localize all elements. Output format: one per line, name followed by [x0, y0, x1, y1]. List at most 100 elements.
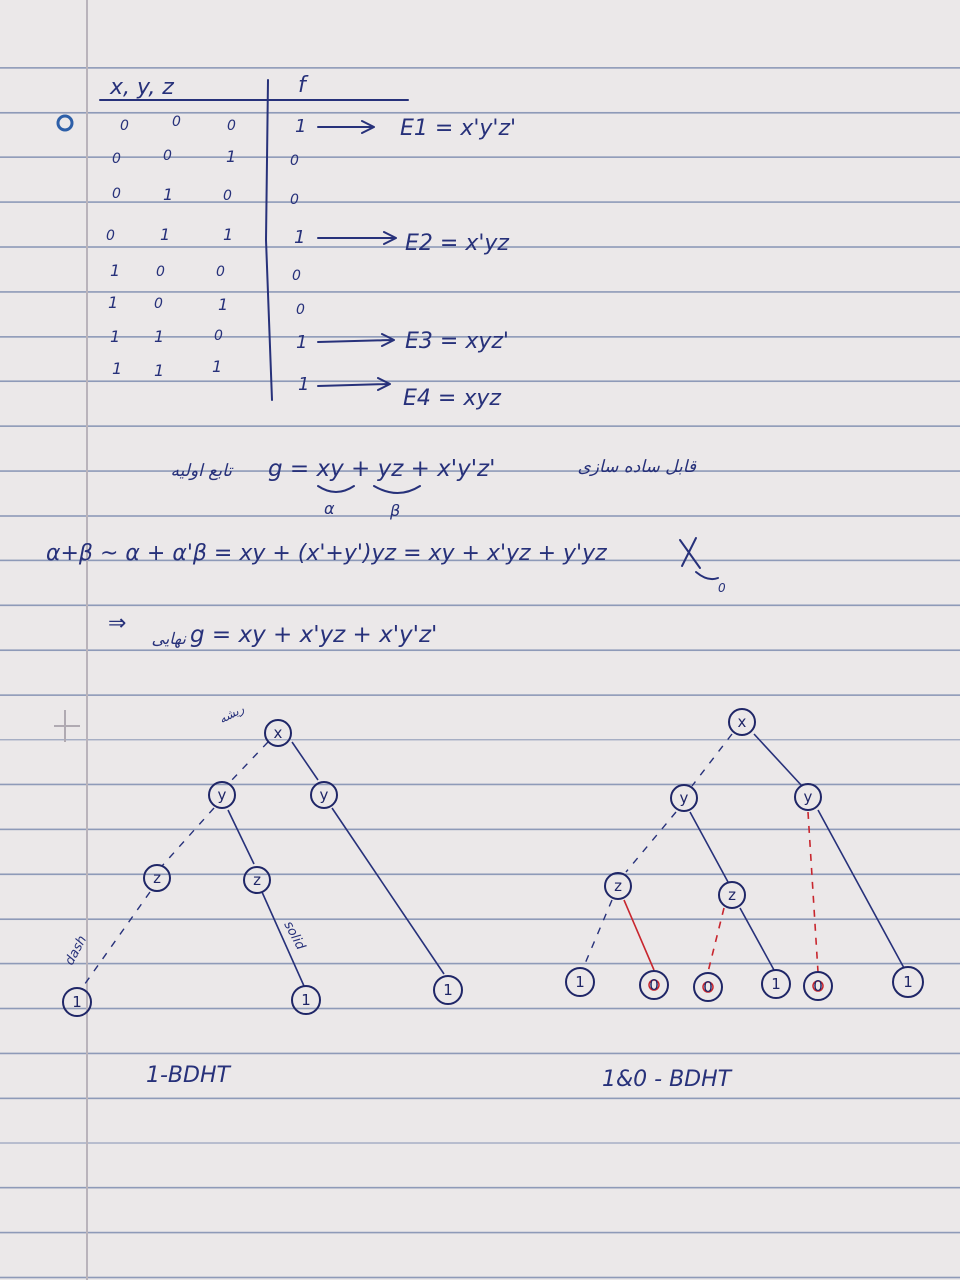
edge-solid [291, 741, 319, 781]
cell-x: 1 [112, 359, 122, 378]
node-label: 1 [771, 975, 781, 993]
implies-arrow: ⇒ [108, 611, 126, 636]
cell-y: 0 [156, 264, 165, 280]
margin-ring-mark [56, 114, 74, 132]
node-label: 1 [301, 991, 311, 1009]
cell-x: 0 [120, 118, 129, 134]
leaf-node-red [639, 970, 669, 1000]
cell-x: 1 [108, 293, 118, 312]
cell-x: 0 [112, 151, 121, 167]
cell-f: 1 [294, 227, 305, 248]
leaf-node [761, 969, 791, 999]
node-label: 1 [72, 993, 82, 1011]
label-final: نهایی [152, 629, 187, 648]
node-label-red: 0 [813, 977, 823, 995]
absorption-identity: α+β ~ α + α'β = xy + (x'+y')yz = xy + x'… [46, 541, 607, 566]
node-label: x [738, 713, 747, 731]
zero-glyph-red [702, 981, 714, 993]
cell-f: 0 [292, 268, 301, 284]
alpha-label: α [324, 499, 335, 518]
minterm-e4: E4 = xyz [403, 386, 501, 411]
node-label: z [253, 871, 261, 889]
zero-glyph-red [648, 979, 660, 991]
tree-1-bdht: x y y z z 1 1 1 ریشه dash solid 1-BDHT [62, 702, 463, 1088]
minterm-e1: E1 = x'y'z' [400, 116, 516, 141]
node-label: y [320, 786, 329, 804]
table-header-output: f [298, 73, 309, 98]
edge-dash [625, 811, 677, 873]
cell-x: 0 [106, 228, 115, 244]
final-expression: g = xy + x'yz + x'y'z' [190, 622, 437, 648]
truth-table: x, y, z f 0 0 0 1 E1 = x'y'z' 0 0 1 0 0 … [99, 73, 516, 411]
node-label-red: 0 [703, 978, 713, 996]
cell-x: 1 [110, 261, 120, 280]
node-y [794, 783, 822, 811]
edge-dash-red [807, 811, 819, 973]
cell-z: 0 [223, 188, 232, 204]
leaf-node [565, 967, 595, 997]
arrow-icon [317, 120, 375, 134]
cell-z: 1 [223, 225, 233, 244]
cell-y: 1 [163, 185, 173, 204]
edge-dash [81, 891, 151, 989]
cell-z: 1 [226, 147, 236, 166]
node-label: 1 [903, 973, 913, 991]
zero-glyph-red [812, 980, 824, 992]
leaf-node [892, 966, 924, 998]
cell-y: 0 [154, 296, 163, 312]
leaf-node [433, 975, 463, 1005]
cell-z: 1 [218, 295, 228, 314]
node-label: z [153, 869, 161, 887]
cancel-mark [679, 537, 701, 569]
node-label: y [804, 788, 813, 806]
node-label: y [680, 789, 689, 807]
cell-f: 1 [298, 374, 309, 395]
edge-dash-red [707, 907, 725, 973]
arrow-icon [317, 333, 395, 347]
cancel-arrow [695, 571, 719, 581]
cell-z: 1 [212, 357, 222, 376]
leaf-node-red [803, 971, 833, 1001]
arrow-icon [317, 377, 391, 391]
node-label: x [274, 724, 283, 742]
edge-dash [161, 807, 215, 867]
node-x [728, 708, 756, 736]
cell-x: 1 [110, 327, 120, 346]
edge-solid [331, 807, 445, 975]
cell-y: 0 [172, 114, 181, 130]
cell-z: 0 [216, 264, 225, 280]
cell-y: 0 [163, 148, 172, 164]
margin-cross-mark [54, 710, 80, 742]
g-expression: g = xy + yz + x'y'z' [268, 456, 495, 482]
leaf-node [291, 985, 321, 1015]
minterm-e3: E3 = xyz' [405, 329, 509, 354]
node-y [310, 781, 338, 809]
cell-f: 0 [296, 302, 305, 318]
edge-solid [689, 811, 729, 883]
edge-solid [261, 891, 305, 987]
leaf-node [62, 987, 92, 1017]
node-y [208, 781, 236, 809]
edge-dash [229, 741, 269, 783]
beta-label: β [389, 501, 400, 520]
minterm-e2: E2 = x'yz [405, 231, 509, 256]
simplification: قابل ساده سازی g = xy + yz + x'y'z' تابع… [46, 456, 726, 648]
node-label-red: 0 [649, 976, 659, 994]
cell-f: 1 [295, 116, 306, 137]
cell-z: 0 [214, 328, 223, 344]
leaf-node-red [693, 972, 723, 1002]
caption-right: 1&0 - BDHT [602, 1067, 733, 1092]
cell-y: 1 [160, 225, 170, 244]
cell-f: 1 [296, 332, 307, 353]
node-z [604, 872, 632, 900]
table-divider [265, 79, 273, 401]
dash-note: dash [62, 933, 90, 968]
label-simplifiable: قابل ساده سازی [577, 457, 696, 477]
node-label: y [218, 786, 227, 804]
node-label: z [614, 877, 622, 895]
edge-dash [691, 733, 733, 787]
edge-dash [583, 899, 613, 967]
brace-beta [373, 485, 421, 494]
cell-f: 0 [290, 153, 299, 169]
